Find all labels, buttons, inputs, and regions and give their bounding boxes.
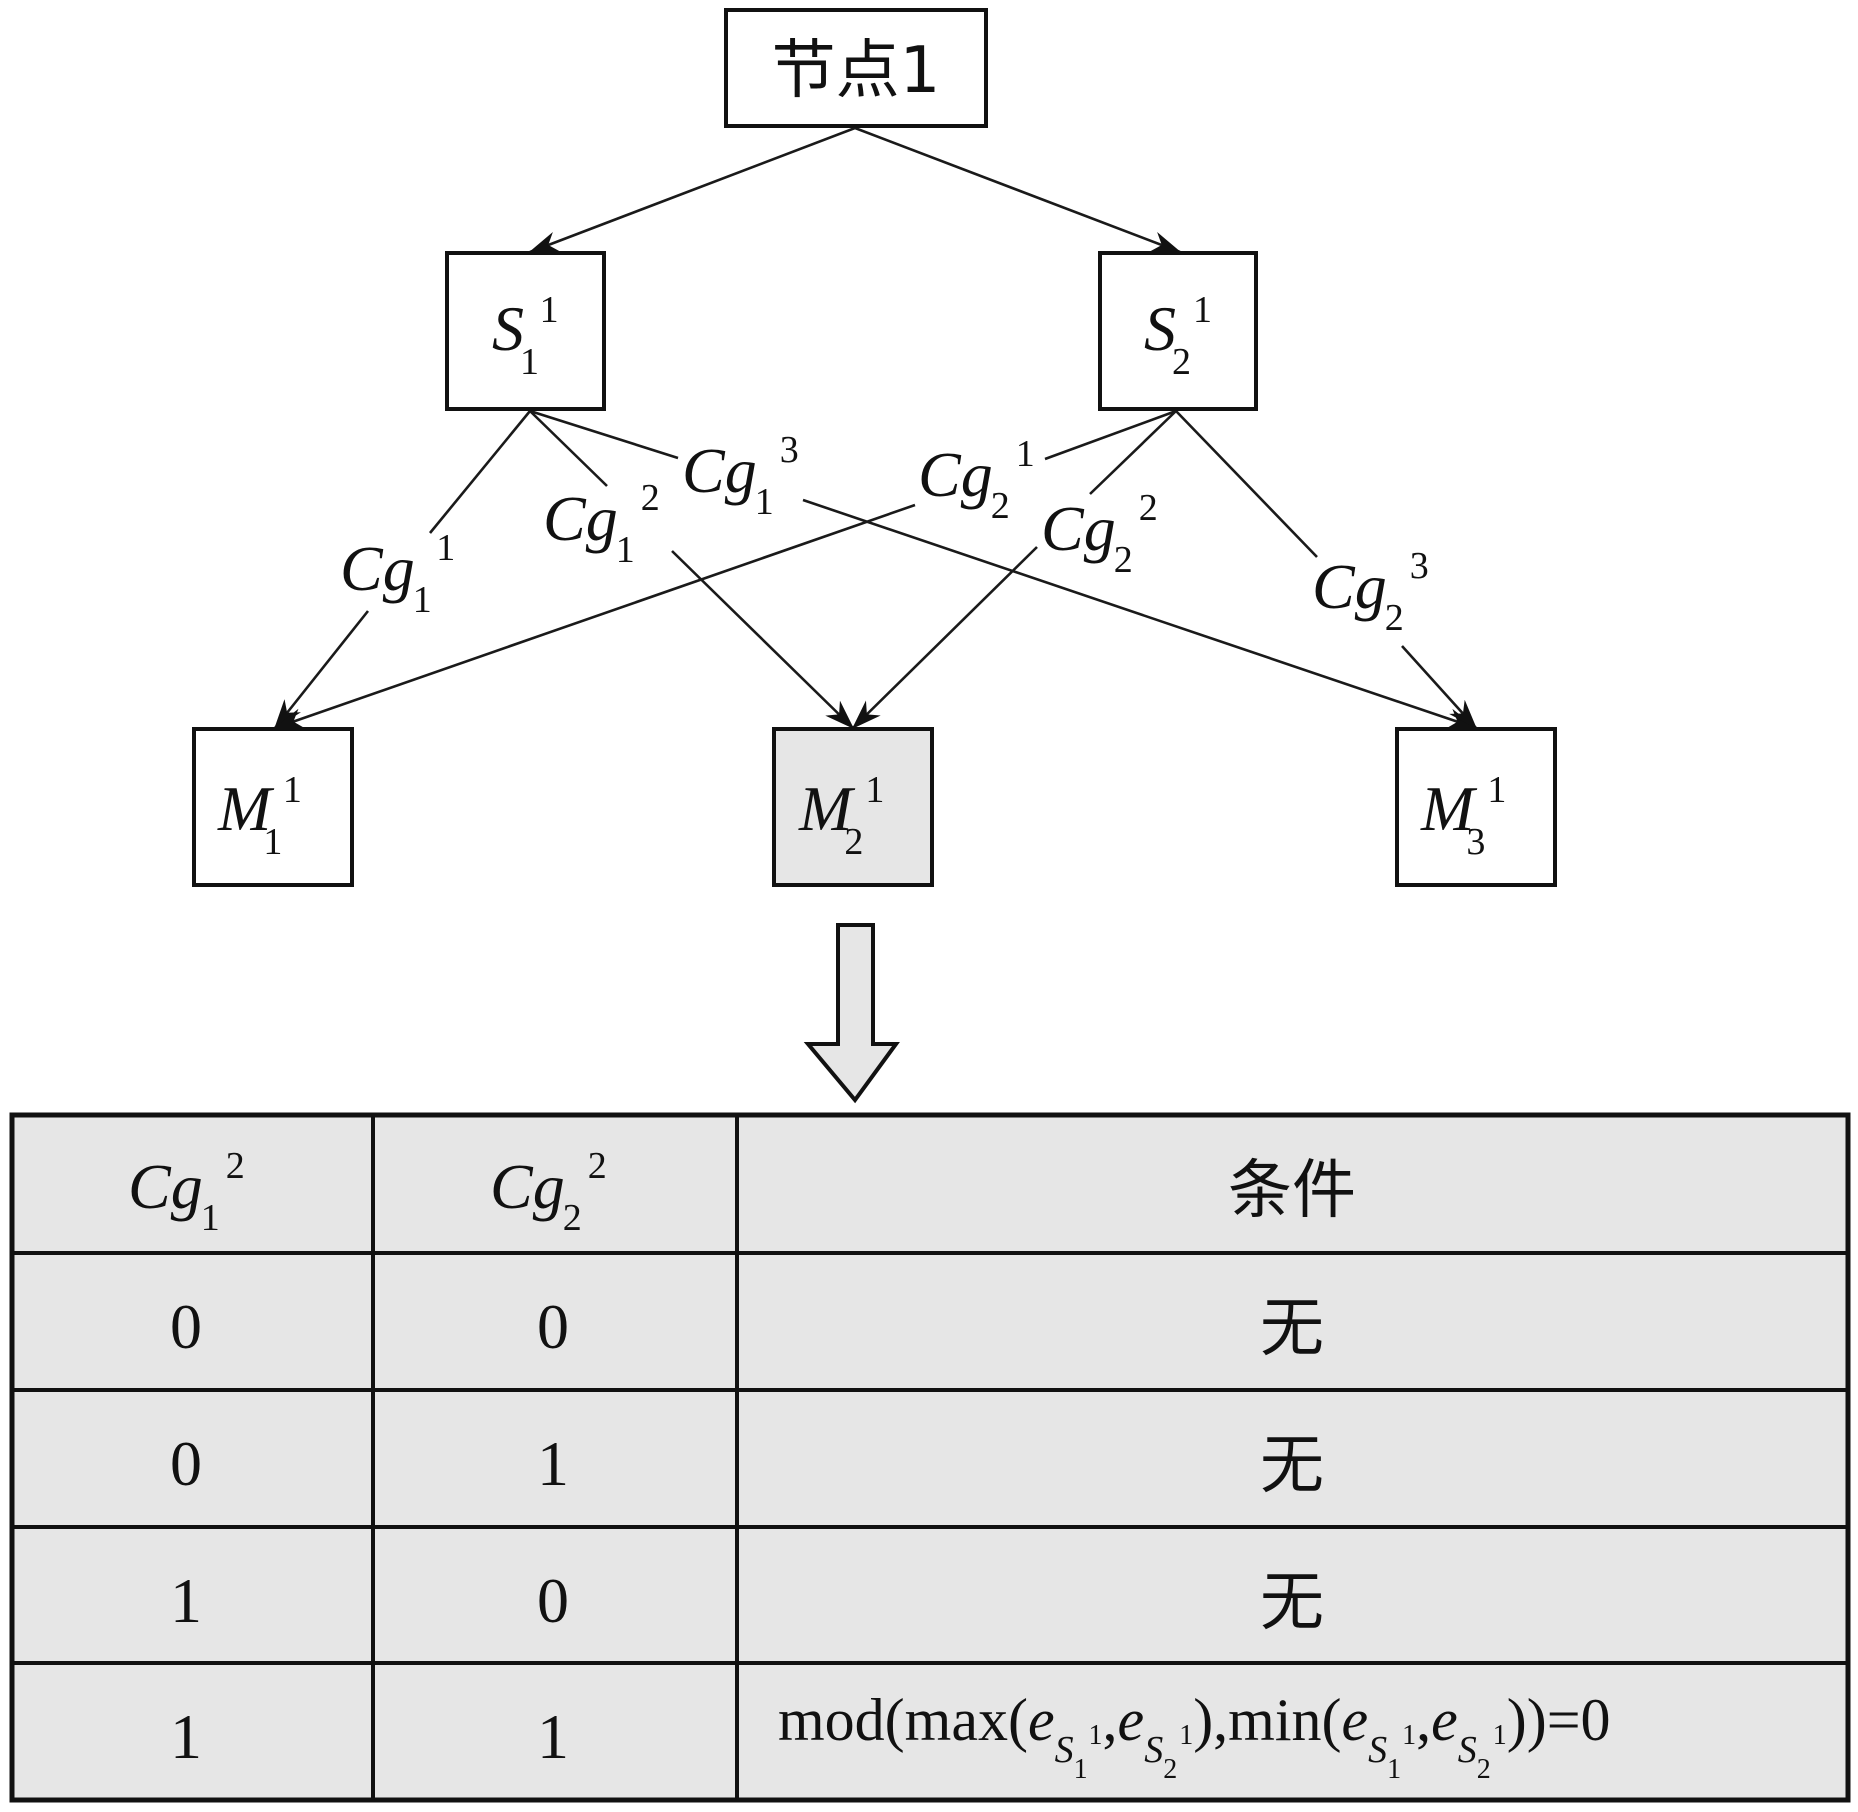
node-m2-sup: 1	[865, 769, 884, 811]
node-s1-sup: 1	[540, 289, 559, 331]
table-row: 1 1 mod(max(eS11,eS21),min(eS11,eS21))=0	[170, 1687, 1611, 1785]
edge-s2-m3	[1175, 410, 1478, 730]
edge-s1-m1	[273, 410, 532, 730]
condition-table: Cg12 Cg22 条件 0 0 无 0 1 无 1 0 无 1 1 mod(m…	[9, 1112, 1851, 1803]
edge-s2-m2	[851, 410, 1177, 730]
node-m2-sub: 2	[844, 821, 863, 863]
table-row: 0 0 无	[170, 1291, 1324, 1366]
table-header-condition: 条件	[1228, 1154, 1356, 1228]
table-cell: 0	[537, 1291, 569, 1362]
node-root-label: 节点1	[772, 34, 941, 108]
table-cell: 1	[170, 1565, 202, 1636]
svg-text:M21: M21	[798, 769, 884, 863]
table-cell: 1	[537, 1428, 569, 1499]
edge-label-s2-m2: Cg22	[1041, 487, 1158, 581]
table-cell: 1	[537, 1701, 569, 1772]
down-arrow-icon	[803, 923, 900, 1104]
edge-root-s2	[854, 126, 1182, 254]
node-s2: S21	[1098, 251, 1258, 411]
table-cell: 0	[537, 1565, 569, 1636]
node-m3-sub: 3	[1466, 821, 1485, 863]
table-cell: 无	[1260, 1429, 1324, 1503]
node-m2: M21	[772, 727, 934, 887]
edge-label-s1-m1: Cg11	[340, 527, 455, 621]
table-cell: 0	[170, 1291, 202, 1362]
edge-root-s1	[528, 126, 856, 254]
edge-label-s2-m3: Cg23	[1312, 545, 1429, 639]
node-m3-base: M	[1420, 773, 1478, 844]
table-cell: 无	[1260, 1566, 1324, 1640]
table-cell: 0	[170, 1428, 202, 1499]
edge-label-s1-m3: Cg13	[682, 429, 799, 523]
node-m1-sub: 1	[263, 821, 281, 863]
edge-label-s2-m1: Cg21	[918, 433, 1035, 527]
node-s1: S11	[445, 251, 606, 411]
svg-text:S21: S21	[1144, 289, 1212, 383]
node-root: 节点1	[724, 8, 988, 128]
table-row: 0 1 无	[170, 1428, 1324, 1503]
node-m1: M11	[192, 727, 354, 887]
svg-text:M31: M31	[1420, 769, 1506, 863]
node-s2-base: S	[1144, 293, 1176, 364]
node-m1-sup: 1	[283, 769, 302, 811]
node-s2-sup: 1	[1193, 289, 1212, 331]
svg-text:M11: M11	[217, 769, 302, 863]
table-header-cg1-2: Cg12	[128, 1145, 245, 1239]
node-m3: M31	[1395, 727, 1557, 887]
table-cell: 无	[1260, 1292, 1324, 1366]
table-cell: 1	[170, 1701, 202, 1772]
svg-text:S11: S11	[492, 289, 559, 383]
node-m3-sup: 1	[1487, 769, 1506, 811]
table-row: 1 0 无	[170, 1565, 1324, 1640]
node-s1-sub: 1	[520, 341, 538, 383]
node-m2-base: M	[798, 773, 856, 844]
edge-s1-m3	[529, 409, 1478, 730]
table-header-cg2-2: Cg22	[490, 1145, 607, 1239]
node-m1-base: M	[217, 773, 275, 844]
edge-label-s1-m2: Cg12	[543, 477, 660, 571]
node-s2-sub: 2	[1172, 341, 1191, 383]
condition-formula: mod(max(eS11,eS21),min(eS11,eS21))=0	[778, 1687, 1611, 1785]
edge-s2-m1	[273, 409, 1177, 730]
node-s1-base: S	[492, 293, 524, 364]
